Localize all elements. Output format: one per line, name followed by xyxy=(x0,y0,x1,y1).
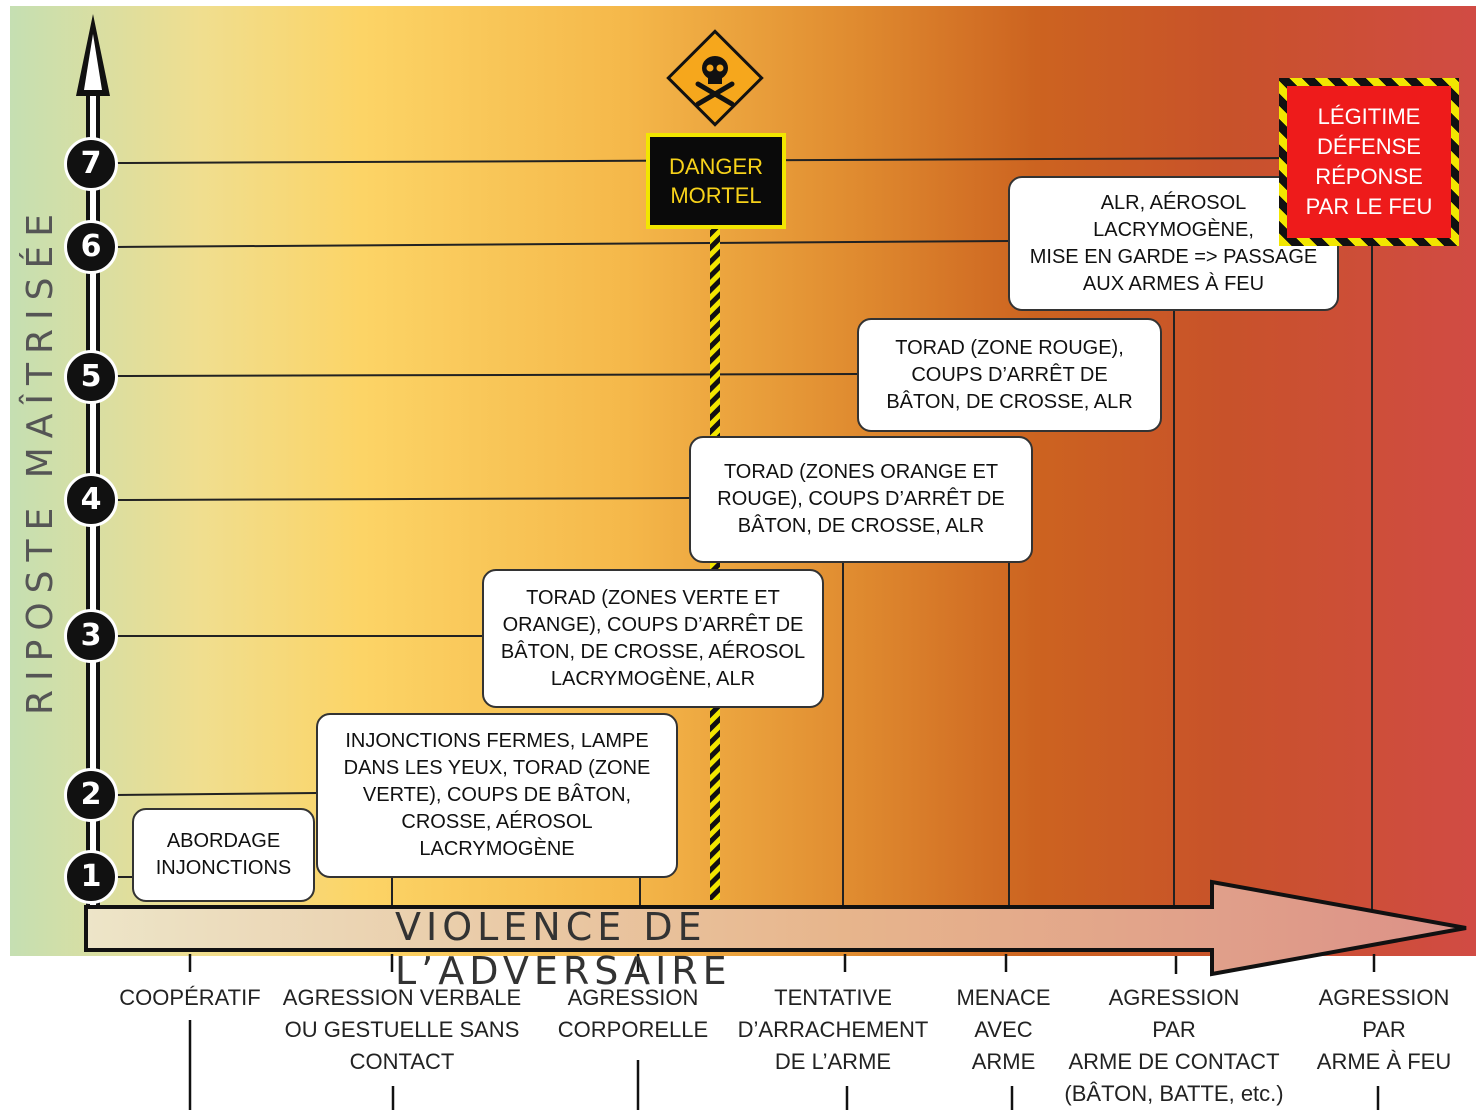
level-4-badge: 4 xyxy=(64,473,118,527)
level-6-badge: 6 xyxy=(64,220,118,274)
level-line-2 xyxy=(114,792,318,796)
y-axis-label: RIPOSTE MAÎTRISÉE xyxy=(20,205,61,715)
level-line-6 xyxy=(114,240,1011,248)
category-cooperatif: COOPÉRATIF xyxy=(119,985,261,1010)
response-box-level-4: TORAD (ZONES ORANGE ET ROUGE), COUPS D’A… xyxy=(689,436,1033,563)
level-5-badge: 5 xyxy=(64,350,118,404)
level-1-badge: 1 xyxy=(64,850,118,904)
level-3-badge: 3 xyxy=(64,609,118,663)
category-menace-avec-arme: MENACE AVEC ARME xyxy=(956,985,1051,1074)
response-box-level-1: ABORDAGE INJONCTIONS xyxy=(132,808,315,902)
response-box-level-5: TORAD (ZONE ROUGE), COUPS D’ARRÊT DE BÂT… xyxy=(857,318,1162,432)
category-tentative-arrachement: TENTATIVE D’ARRACHEMENT DE L’ARME xyxy=(737,985,929,1074)
response-box-level-3: TORAD (ZONES VERTE ET ORANGE), COUPS D’A… xyxy=(482,569,824,708)
level-2-badge: 2 xyxy=(64,768,118,822)
x-axis-label: VIOLENCE DE L’ADVERSAIRE xyxy=(395,905,732,993)
response-box-level-2: INJONCTIONS FERMES, LAMPE DANS LES YEUX,… xyxy=(316,713,678,878)
danger-mortel-label: DANGER MORTEL xyxy=(646,133,786,229)
legitime-defense-text: LÉGITIME DÉFENSE RÉPONSE PAR LE FEU xyxy=(1287,86,1451,238)
category-arme-de-contact: AGRESSION PAR ARME DE CONTACT (BÂTON, BA… xyxy=(1064,985,1284,1106)
category-arme-a-feu: AGRESSION PAR ARME À FEU xyxy=(1316,985,1452,1074)
skull-crossbones-icon xyxy=(666,29,764,127)
legitime-defense-panel: LÉGITIME DÉFENSE RÉPONSE PAR LE FEU xyxy=(1279,78,1459,246)
x-axis-arrow xyxy=(84,879,1467,977)
category-agression-corporelle: AGRESSION CORPORELLE xyxy=(557,985,709,1042)
level-line-4 xyxy=(114,497,691,501)
category-agression-verbale: AGRESSION VERBALE OU GESTUELLE SANS CONT… xyxy=(282,985,522,1074)
level-line-5 xyxy=(114,373,859,377)
level-7-badge: 7 xyxy=(64,137,118,191)
hazard-pole xyxy=(710,228,720,900)
